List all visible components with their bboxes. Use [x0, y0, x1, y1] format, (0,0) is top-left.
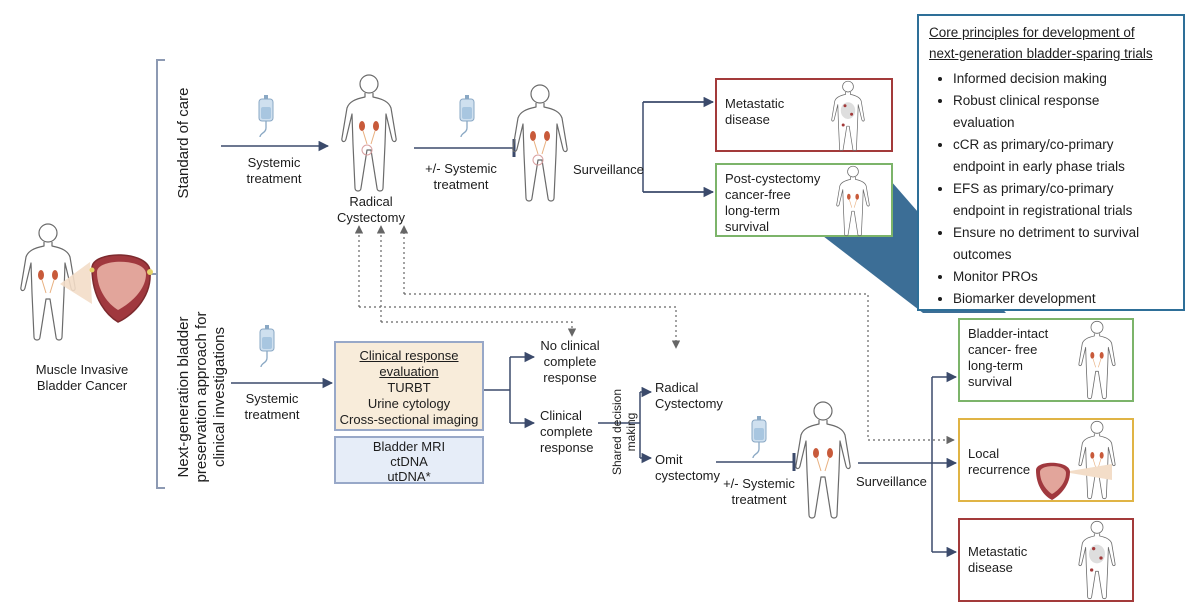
principle-item: Robust clinical response — [953, 90, 1173, 112]
evaluation-item: Cross-sectional imaging — [339, 412, 479, 427]
principles-list: Informed decision making Robust clinical… — [929, 68, 1173, 310]
principle-item-continued: outcomes — [953, 247, 1012, 262]
principle-item: Informed decision making — [953, 68, 1173, 90]
metastatic-disease-box: Metastatic disease — [715, 78, 893, 152]
iv-bag-icon — [751, 415, 767, 459]
radical-cystectomy-label: Radical Cystectomy — [337, 194, 405, 225]
surveillance-split — [642, 101, 713, 193]
decision-split — [598, 392, 641, 458]
human-body-icon — [341, 74, 397, 192]
human-body-icon — [1078, 520, 1116, 600]
principle-item: EFS as primary/co-primary — [953, 178, 1173, 200]
adjuvant-treatment-label: +/- Systemic treatment — [425, 161, 497, 192]
no-clinical-complete-response-label: No clinical complete response — [540, 338, 600, 385]
systemic-treatment-label: Systemic treatment — [244, 391, 300, 422]
principle-item: cCR as primary/co-primary — [953, 134, 1173, 156]
biomarker-box: Bladder MRI ctDNA utDNA* — [334, 436, 484, 484]
clinical-complete-response-label: Clinical complete response — [540, 408, 594, 455]
evaluation-item: TURBT — [387, 380, 431, 395]
iv-bag-icon — [259, 324, 275, 368]
principles-title: next-generation bladder-sparing trials — [929, 46, 1153, 61]
biomarker-item: utDNA* — [387, 469, 431, 484]
standard-of-care-label: Standard of care — [175, 87, 192, 199]
biomarker-item: Bladder MRI — [372, 439, 446, 454]
systemic-treatment-label: Systemic treatment — [246, 155, 302, 186]
evaluation-title: evaluation — [379, 364, 439, 379]
human-body-icon — [512, 84, 568, 202]
principle-item: Ensure no detriment to survival — [953, 222, 1173, 244]
investigational-arm-label: Next-generation bladder preservation app… — [175, 311, 228, 483]
human-body-icon — [1078, 320, 1116, 400]
surveillance-label: Surveillance — [856, 474, 927, 489]
metastatic-disease-box: Metastatic disease — [958, 518, 1134, 602]
human-body-icon — [795, 401, 851, 519]
shared-decision-making-label: Shared decision making — [610, 388, 638, 476]
bladder-intact-survival-box: Bladder-intact cancer- free long-term su… — [958, 318, 1134, 402]
adjuvant-treatment-label: +/- Systemic treatment — [723, 476, 795, 507]
principle-item: Biomarker development — [953, 288, 1173, 310]
principle-item-continued: endpoint in early phase trials — [953, 159, 1125, 174]
principle-item: Monitor PROs — [953, 266, 1173, 288]
iv-bag-icon — [258, 94, 274, 138]
principle-item-continued: endpoint in registrational trials — [953, 203, 1133, 218]
iv-bag-icon — [459, 94, 475, 138]
patient-label: Muscle Invasive Bladder Cancer — [35, 362, 129, 393]
core-principles-box: Core principles for development of next-… — [917, 14, 1185, 311]
surveillance-label: Surveillance — [573, 162, 644, 177]
bladder-icon — [60, 254, 153, 323]
human-body-icon — [836, 165, 870, 237]
biomarker-item: ctDNA — [390, 454, 428, 469]
clinical-response-evaluation-box: Clinical response evaluation TURBT Urine… — [334, 341, 484, 431]
human-body-icon — [831, 80, 865, 152]
bladder-icon — [1036, 462, 1112, 500]
radical-cystectomy-option-label: Radical Cystectomy — [655, 380, 723, 411]
evaluation-item: Urine cytology — [367, 396, 451, 411]
omit-cystectomy-label: Omit cystectomy — [655, 452, 721, 483]
post-cystectomy-survival-box: Post-cystectomy cancer-free long-term su… — [715, 163, 893, 237]
evaluation-title: Clinical response — [359, 348, 459, 363]
principles-title: Core principles for development of — [929, 25, 1135, 40]
principle-item-continued: evaluation — [953, 115, 1015, 130]
arm-bracket — [150, 59, 165, 489]
